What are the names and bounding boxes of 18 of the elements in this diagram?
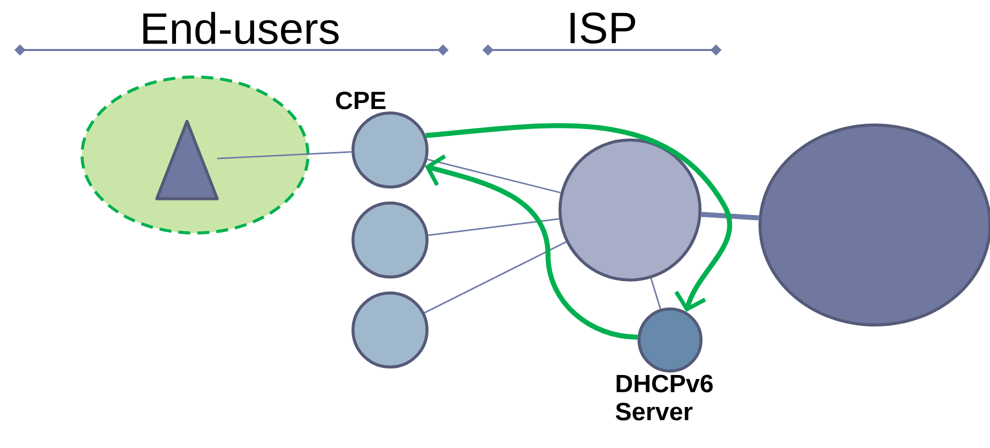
node-label: DHCPv6 Server	[616, 374, 713, 420]
node-label: CPE	[336, 92, 386, 110]
device-circle	[352, 202, 428, 278]
triangle-symbol	[155, 120, 219, 200]
router-circle	[558, 138, 702, 282]
network-ellipse	[758, 124, 990, 326]
section-heading: End-users	[143, 12, 339, 44]
arrow	[424, 154, 638, 340]
connector-line	[428, 218, 560, 236]
connector-line	[424, 241, 566, 314]
device-circle	[352, 292, 428, 368]
connector-line	[427, 158, 561, 194]
connector-line	[650, 278, 662, 310]
connector-line	[701, 212, 759, 220]
arrow	[425, 123, 732, 312]
dashed-ellipse	[80, 76, 310, 234]
section-heading: ISP	[570, 12, 636, 44]
connector-line	[217, 151, 352, 160]
